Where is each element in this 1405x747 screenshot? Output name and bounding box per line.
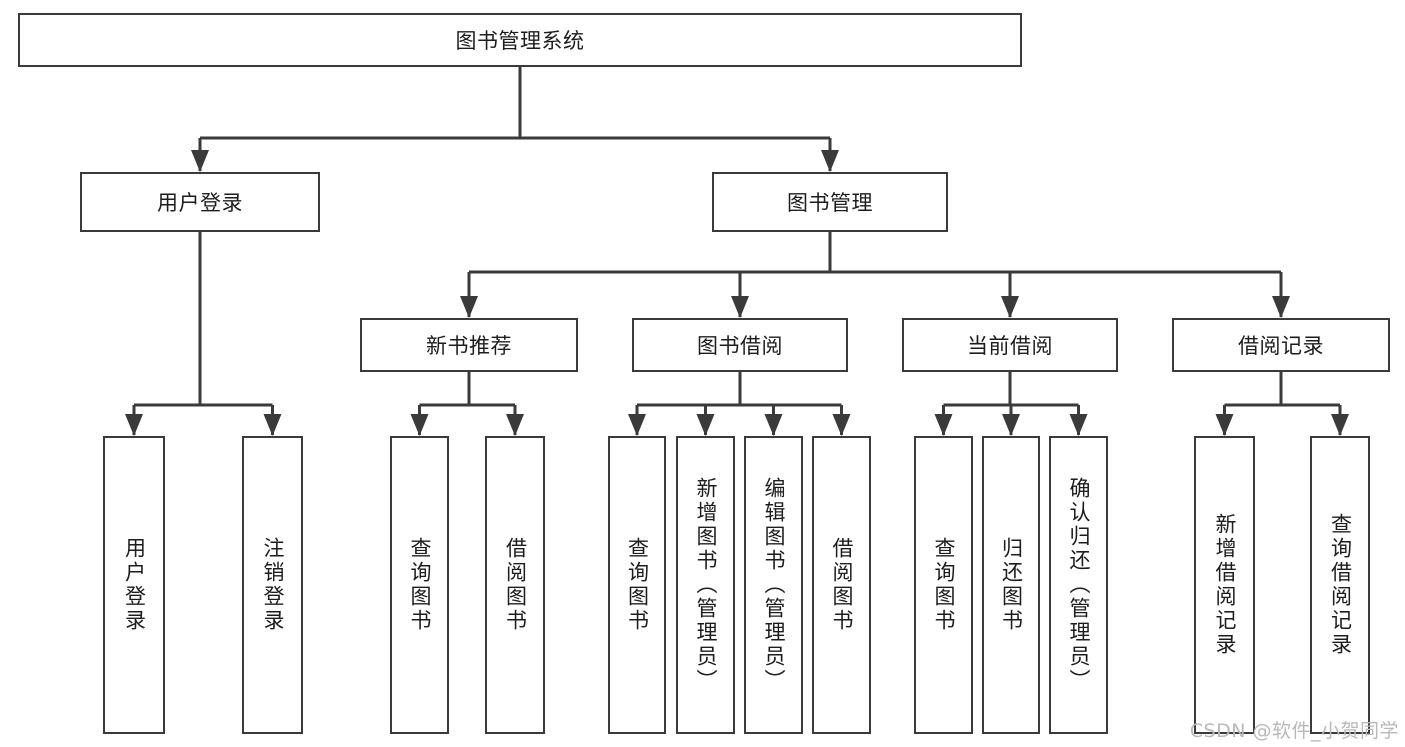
arrowhead-leaf_confirm_ret bbox=[1069, 414, 1088, 436]
node-leaf_query_record[interactable]: 查询借阅记录 bbox=[1310, 436, 1370, 734]
node-leaf_query_book_1[interactable]: 查询图书 bbox=[390, 436, 449, 734]
arrowhead-leaf_add_record bbox=[1215, 414, 1234, 436]
node-root[interactable]: 图书管理系统 bbox=[18, 13, 1022, 67]
node-book_manage[interactable]: 图书管理 bbox=[712, 172, 948, 232]
arrowhead-leaf_query_book_2 bbox=[628, 414, 646, 436]
arrowhead-leaf_query_book_1 bbox=[410, 414, 429, 436]
arrowhead-borrow_record bbox=[1272, 296, 1290, 318]
node-leaf_add_book[interactable]: 新增图书（管理员） bbox=[676, 436, 735, 734]
node-label: 新书推荐 bbox=[426, 334, 512, 358]
arrowhead-leaf_return_book bbox=[1002, 414, 1020, 436]
node-label: 确认归还（管理员） bbox=[1067, 477, 1091, 693]
node-leaf_query_book_2[interactable]: 查询图书 bbox=[608, 436, 666, 734]
node-label: 借阅图书 bbox=[830, 537, 854, 633]
node-label: 新增借阅记录 bbox=[1213, 513, 1237, 657]
arrowhead-leaf_add_book bbox=[696, 414, 715, 436]
arrowhead-user_login bbox=[191, 150, 209, 172]
node-label: 新增图书（管理员） bbox=[694, 477, 718, 693]
node-label: 查询借阅记录 bbox=[1328, 513, 1353, 657]
node-leaf_logout[interactable]: 注销登录 bbox=[242, 436, 303, 734]
node-label: 图书管理 bbox=[787, 191, 873, 215]
arrowhead-book_borrow bbox=[731, 296, 749, 318]
node-label: 借阅记录 bbox=[1238, 334, 1324, 358]
node-label: 图书管理系统 bbox=[455, 29, 585, 53]
node-borrow_record[interactable]: 借阅记录 bbox=[1172, 318, 1390, 372]
node-label: 用户登录 bbox=[157, 191, 243, 215]
node-label: 归还图书 bbox=[999, 537, 1024, 633]
node-leaf_user_login[interactable]: 用户登录 bbox=[103, 436, 165, 734]
arrowhead-book_manage bbox=[821, 150, 839, 172]
arrowhead-new_book_rec bbox=[460, 296, 478, 318]
arrowhead-leaf_user_login bbox=[125, 414, 143, 436]
arrowhead-leaf_borrow_book_2 bbox=[832, 414, 851, 436]
node-leaf_add_record[interactable]: 新增借阅记录 bbox=[1194, 436, 1255, 734]
arrowhead-leaf_query_record bbox=[1331, 414, 1349, 436]
node-label: 注销登录 bbox=[261, 537, 285, 633]
node-new_book_rec[interactable]: 新书推荐 bbox=[360, 318, 578, 372]
node-label: 图书借阅 bbox=[697, 334, 783, 358]
arrowhead-leaf_query_book_3 bbox=[934, 414, 953, 436]
node-leaf_borrow_book_1[interactable]: 借阅图书 bbox=[485, 436, 545, 734]
arrowhead-current_borrow bbox=[1001, 296, 1019, 318]
node-label: 查询图书 bbox=[932, 537, 956, 633]
node-label: 用户登录 bbox=[122, 537, 147, 633]
node-label: 查询图书 bbox=[408, 537, 432, 633]
node-book_borrow[interactable]: 图书借阅 bbox=[632, 318, 848, 372]
node-user_login[interactable]: 用户登录 bbox=[80, 172, 320, 232]
node-current_borrow[interactable]: 当前借阅 bbox=[902, 318, 1118, 372]
arrowhead-leaf_logout bbox=[263, 414, 282, 436]
node-leaf_edit_book[interactable]: 编辑图书（管理员） bbox=[744, 436, 803, 734]
node-leaf_query_book_3[interactable]: 查询图书 bbox=[914, 436, 973, 734]
node-leaf_return_book[interactable]: 归还图书 bbox=[982, 436, 1040, 734]
node-leaf_confirm_ret[interactable]: 确认归还（管理员） bbox=[1049, 436, 1108, 734]
node-leaf_borrow_book_2[interactable]: 借阅图书 bbox=[812, 436, 871, 734]
arrowhead-leaf_edit_book bbox=[764, 414, 783, 436]
arrowhead-leaf_borrow_book_1 bbox=[506, 414, 524, 436]
node-label: 当前借阅 bbox=[967, 334, 1053, 358]
watermark-label: CSDN @软件_小贺同学 bbox=[1189, 720, 1399, 742]
node-label: 查询图书 bbox=[625, 537, 650, 633]
node-label: 借阅图书 bbox=[503, 537, 528, 633]
node-label: 编辑图书（管理员） bbox=[762, 477, 786, 693]
